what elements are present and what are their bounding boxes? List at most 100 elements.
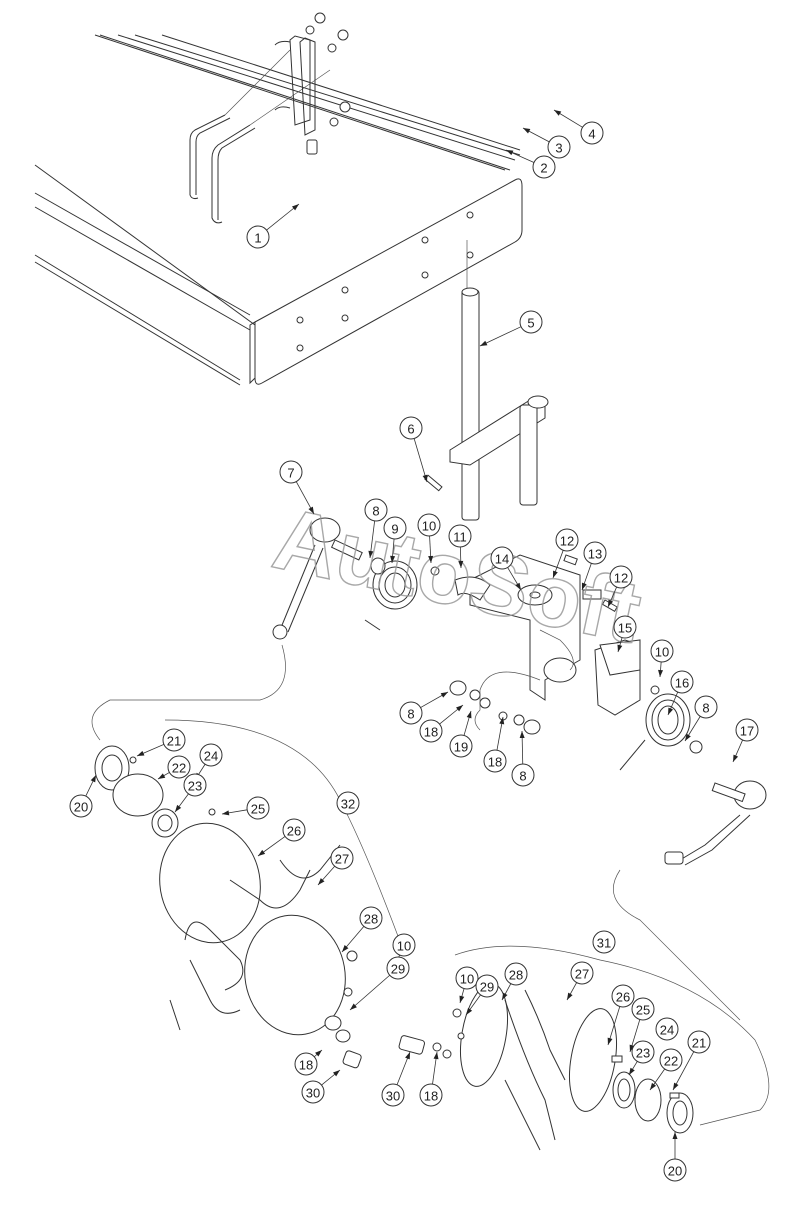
callout-24: 24 — [655, 1017, 679, 1041]
callout-bubble — [483, 749, 507, 773]
callout-19: 19 — [449, 710, 473, 758]
callout-number: 26 — [287, 824, 301, 839]
arrowhead — [554, 110, 562, 116]
callout-bubble — [399, 416, 423, 440]
callout-number: 21 — [167, 734, 181, 749]
callout-number: 29 — [391, 962, 405, 977]
callout-bubble — [417, 513, 441, 537]
callout-18: 18 — [483, 716, 507, 773]
callout-bubble — [455, 966, 479, 990]
arrowhead — [668, 707, 674, 715]
callout-number: 5 — [527, 316, 534, 331]
arrowhead — [506, 150, 514, 156]
arrowhead — [685, 733, 691, 741]
callout-bubble — [475, 974, 499, 998]
leader-line — [479, 326, 522, 347]
callout-bubble — [631, 1040, 655, 1064]
callout-12: 12 — [552, 528, 579, 579]
arrowhead — [629, 1067, 635, 1075]
callout-bubble — [519, 310, 543, 334]
callout-number: 13 — [588, 547, 602, 562]
arrowhead — [617, 644, 623, 652]
rotor-assembly-right — [398, 983, 694, 1151]
leader-line — [413, 438, 428, 483]
leader-line — [672, 1051, 695, 1091]
callout-bubble — [663, 1158, 687, 1182]
callout-number: 21 — [692, 1036, 706, 1051]
callout-bubble — [490, 546, 514, 570]
callout-20: 20 — [663, 1132, 687, 1182]
callout-30: 30 — [301, 1069, 341, 1104]
arrowhead — [581, 582, 587, 590]
arrowhead — [658, 669, 664, 677]
callout-number: 14 — [495, 552, 509, 567]
rotor-assembly-left — [94, 745, 362, 1069]
callout-number: 11 — [453, 530, 467, 545]
callout-bubble — [392, 933, 416, 957]
arrowhead — [308, 506, 314, 514]
callout-bubble — [69, 794, 93, 818]
callout-2: 2 — [505, 149, 556, 179]
callout-number: 31 — [597, 936, 611, 951]
callout-bubble — [555, 528, 579, 552]
callout-number: 25 — [636, 1003, 650, 1018]
callout-27: 27 — [317, 846, 354, 886]
arrowhead — [502, 992, 508, 1000]
callout-number: 18 — [424, 1089, 438, 1104]
callout-bubble — [659, 1048, 683, 1072]
callout-number: 1 — [254, 231, 261, 246]
callout-bubble — [330, 846, 354, 870]
arrowhead — [158, 773, 166, 779]
callout-number: 24 — [660, 1023, 674, 1038]
arrowhead — [672, 1132, 678, 1139]
arrowhead — [318, 878, 325, 885]
arrowhead — [523, 128, 531, 134]
arrowhead — [673, 1082, 679, 1090]
callout-bubble — [386, 956, 410, 980]
callout-number: 23 — [188, 779, 202, 794]
callout-number: 29 — [480, 980, 494, 995]
callout-bubble — [583, 541, 607, 565]
callout-number: 30 — [386, 1089, 400, 1104]
callout-number: 10 — [397, 939, 411, 954]
callout-number: 23 — [636, 1046, 650, 1061]
callout-number: 7 — [287, 466, 294, 481]
callout-bubble — [449, 734, 473, 758]
arrowhead — [650, 1082, 657, 1090]
callout-bubble — [419, 719, 443, 743]
callout-number: 30 — [306, 1086, 320, 1101]
callout-8: 8 — [684, 695, 718, 742]
callout-10: 10 — [417, 513, 441, 564]
callout-bubble — [448, 524, 472, 548]
callout-bubble — [383, 516, 407, 540]
callout-12: 12 — [607, 565, 633, 608]
callout-18: 18 — [419, 704, 464, 743]
torsion-spring-left — [364, 560, 418, 631]
arrowhead — [315, 1050, 322, 1057]
swing-arm — [449, 395, 549, 506]
arrowhead — [567, 992, 573, 1000]
arrowhead — [390, 555, 396, 563]
callout-20: 20 — [69, 774, 97, 818]
callout-number: 32 — [341, 797, 355, 812]
callout-number: 19 — [454, 740, 468, 755]
handle-right — [664, 780, 767, 866]
callout-number: 18 — [299, 1058, 313, 1073]
callout-5: 5 — [479, 310, 543, 347]
callout-number: 20 — [74, 800, 88, 815]
arrowhead — [553, 570, 558, 578]
callout-bubble — [246, 225, 270, 249]
arrowhead — [258, 849, 266, 856]
callout-bubble — [631, 997, 655, 1021]
callout-bubble — [547, 135, 571, 159]
arrowhead — [519, 731, 525, 739]
callout-number: 2 — [540, 161, 547, 176]
arrowhead — [433, 1052, 439, 1060]
callout-29: 29 — [349, 956, 410, 1011]
callout-27: 27 — [566, 961, 594, 1001]
callout-21: 21 — [136, 728, 186, 757]
callout-24: 24 — [194, 743, 223, 781]
arrowhead — [368, 550, 374, 558]
callout-bubble — [162, 728, 186, 752]
callout-1: 1 — [246, 203, 300, 249]
